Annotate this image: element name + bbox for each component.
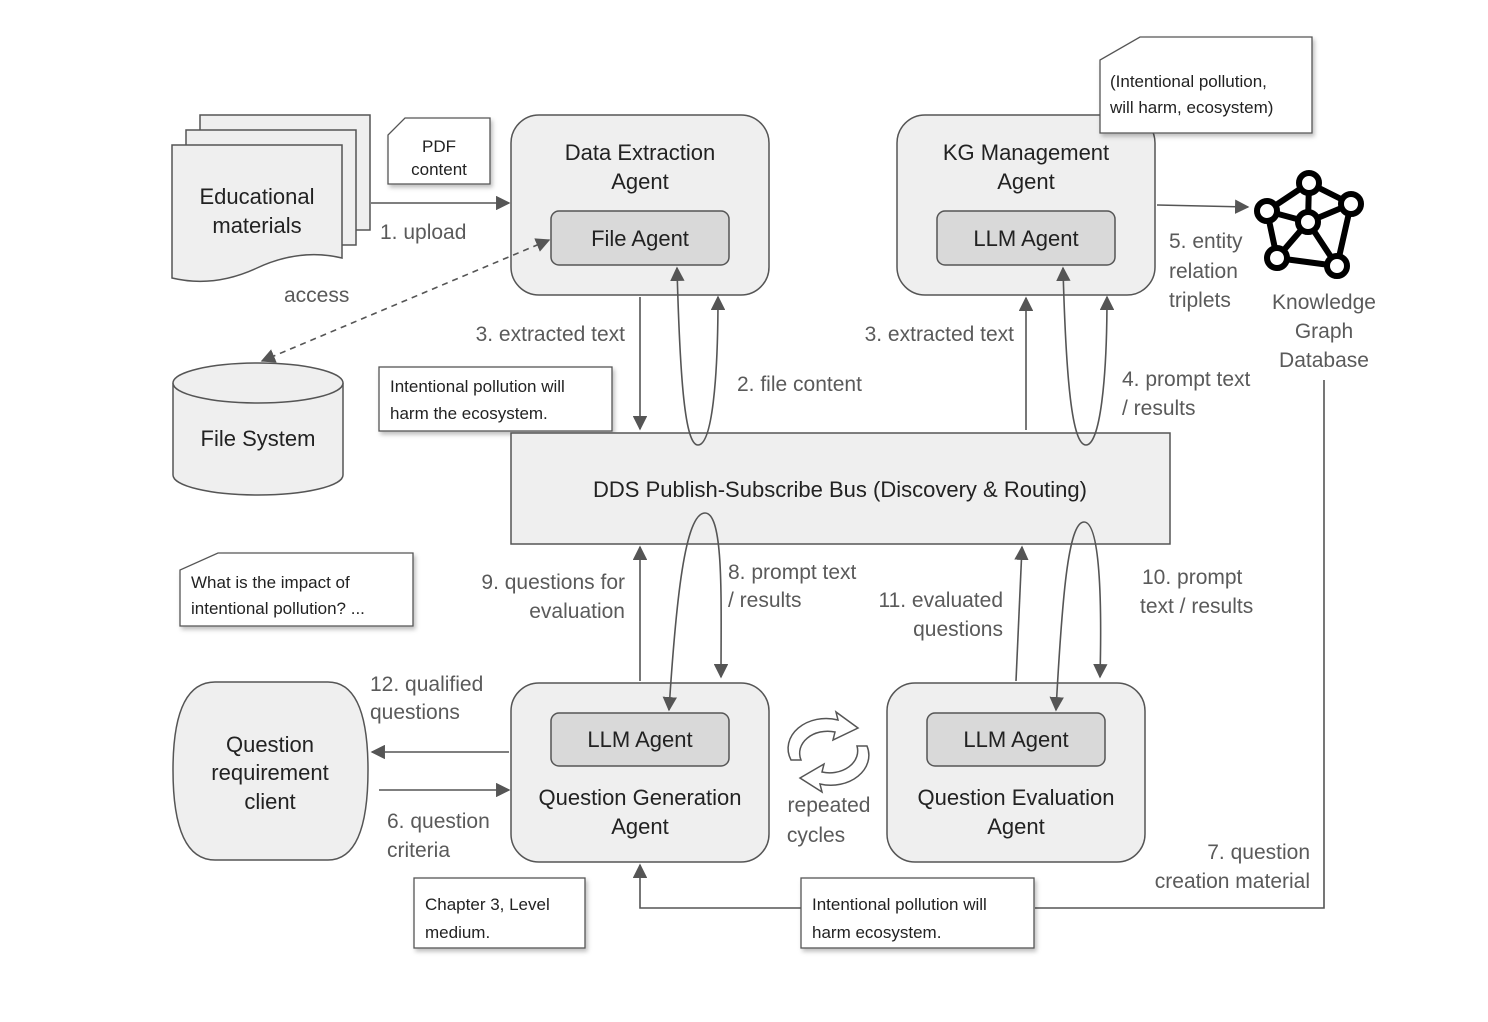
svg-text:harm ecosystem.: harm ecosystem. — [812, 923, 941, 942]
knowledge-graph-database-label: Knowledge — [1272, 291, 1376, 314]
svg-text:Graph: Graph — [1295, 320, 1353, 343]
qg-llm-agent-node — [550, 712, 730, 767]
chapter-note — [413, 877, 586, 949]
svg-text:triplets: triplets — [1169, 289, 1231, 312]
svg-text:Agent: Agent — [611, 169, 669, 194]
svg-text:creation material: creation material — [1155, 870, 1310, 893]
svg-text:content: content — [411, 160, 467, 179]
entity-triplets-edge — [1156, 199, 1250, 214]
file-system-node: File System — [172, 362, 344, 496]
question-requirement-client-node: Question requirement client — [172, 681, 369, 861]
prompt-text-kg-label: 4. prompt text — [1122, 368, 1251, 391]
prompt-text-qg-label: 8. prompt text — [728, 561, 857, 584]
repeat-cycle-icon — [787, 710, 870, 794]
svg-text:questions: questions — [913, 618, 1003, 641]
entity-triplets-label: 5. entity — [1169, 230, 1243, 253]
svg-text:/ results: / results — [728, 589, 802, 612]
svg-text:will harm, ecosystem): will harm, ecosystem) — [1109, 98, 1273, 117]
educational-materials-label: Educational — [200, 184, 315, 209]
educational-materials-node: Educational materials — [171, 114, 371, 283]
svg-text:File Agent: File Agent — [591, 226, 689, 251]
upload-label: 1. upload — [380, 221, 466, 244]
file-agent-node — [550, 210, 730, 266]
dds-bus-node: DDS Publish-Subscribe Bus (Discovery & R… — [510, 432, 1171, 545]
pdf-content-note — [387, 117, 491, 185]
svg-text:criteria: criteria — [387, 839, 450, 862]
svg-text:Intentional pollution will: Intentional pollution will — [390, 377, 565, 396]
svg-text:materials: materials — [212, 213, 301, 238]
svg-text:Database: Database — [1279, 349, 1369, 372]
svg-text:Intentional pollution will: Intentional pollution will — [812, 895, 987, 914]
evaluated-questions-label: 11. evaluated — [878, 589, 1003, 612]
svg-text:LLM Agent: LLM Agent — [963, 727, 1068, 752]
extracted-text-right-label: 3. extracted text — [865, 323, 1015, 346]
svg-text:LLM Agent: LLM Agent — [587, 727, 692, 752]
svg-text:Data Extraction: Data Extraction — [565, 140, 715, 165]
material-pollution-note — [800, 877, 1035, 949]
prompt-text-qg-edge — [662, 512, 729, 712]
question-evaluation-agent-node: LLM Agent Question Evaluation Agent — [886, 682, 1146, 863]
svg-text:What is the impact of: What is the impact of — [191, 573, 350, 592]
knowledge-graph-icon — [1254, 170, 1364, 279]
svg-text:(Intentional pollution,: (Intentional pollution, — [1110, 72, 1267, 91]
svg-text:client: client — [244, 789, 295, 814]
evaluated-questions-edge — [1014, 545, 1029, 682]
repeated-cycles-label: repeated — [788, 794, 871, 817]
extracted-text-left-label: 3. extracted text — [476, 323, 626, 346]
svg-text:evaluation: evaluation — [529, 600, 625, 623]
question-creation-material-label: 7. question — [1207, 841, 1310, 864]
data-extraction-agent-node: Data Extraction Agent File Agent — [510, 114, 770, 296]
svg-text:questions: questions — [370, 701, 460, 724]
svg-text:Question: Question — [226, 732, 314, 757]
question-generation-agent-node: LLM Agent Question Generation Agent — [510, 682, 770, 863]
svg-text:requirement: requirement — [211, 760, 328, 785]
svg-text:Agent: Agent — [987, 814, 1045, 839]
question-criteria-label: 6. question — [387, 810, 490, 833]
svg-text:LLM Agent: LLM Agent — [973, 226, 1078, 251]
svg-text:Agent: Agent — [611, 814, 669, 839]
file-content-label: 2. file content — [737, 373, 862, 396]
svg-text:Chapter 3, Level: Chapter 3, Level — [425, 895, 550, 914]
svg-text:text / results: text / results — [1140, 595, 1253, 618]
svg-text:cycles: cycles — [787, 824, 845, 847]
svg-text:medium.: medium. — [425, 923, 490, 942]
client-question-note — [179, 552, 414, 627]
questions-for-evaluation-label: 9. questions for — [481, 571, 625, 594]
svg-text:Agent: Agent — [997, 169, 1055, 194]
file-content-edge — [670, 266, 726, 446]
extraction-pollution-note — [378, 366, 613, 432]
svg-text:/ results: / results — [1122, 397, 1196, 420]
svg-text:harm the ecosystem.: harm the ecosystem. — [390, 404, 548, 423]
kg-management-agent-node: KG Management Agent LLM Agent — [896, 114, 1156, 296]
kg-llm-agent-node — [936, 210, 1116, 266]
svg-text:Question Evaluation: Question Evaluation — [918, 785, 1115, 810]
svg-text:PDF: PDF — [422, 137, 456, 156]
qualified-questions-label: 12. qualified — [370, 673, 483, 696]
svg-text:Question Generation: Question Generation — [538, 785, 741, 810]
prompt-text-kg-edge — [1056, 266, 1115, 446]
svg-text:intentional pollution? ...: intentional pollution? ... — [191, 599, 365, 618]
qe-llm-agent-node — [926, 712, 1106, 767]
access-edge — [260, 238, 551, 363]
access-label: access — [284, 284, 349, 307]
kg-pollution-note — [1099, 36, 1313, 134]
prompt-text-qe-label: 10. prompt — [1142, 566, 1243, 589]
svg-text:relation: relation — [1169, 260, 1238, 283]
file-system-label: File System — [201, 426, 316, 451]
question-creation-material-edge — [1035, 380, 1325, 909]
prompt-text-qe-edge — [1049, 521, 1108, 712]
svg-text:KG Management: KG Management — [943, 140, 1109, 165]
svg-text:DDS Publish-Subscribe Bus (Dis: DDS Publish-Subscribe Bus (Discovery & R… — [593, 477, 1087, 502]
